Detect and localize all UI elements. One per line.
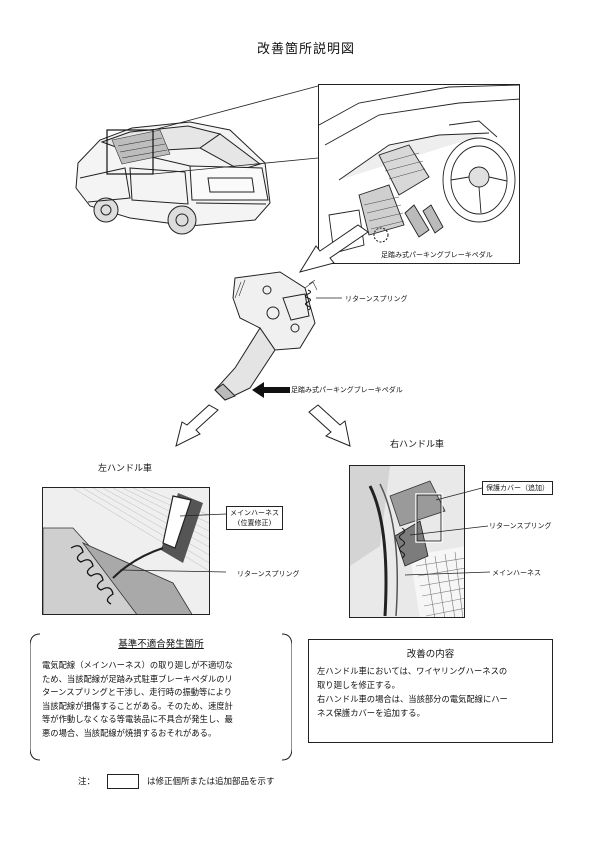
main-harness-lhd-callout: メインハーネス (位置修正): [226, 506, 283, 530]
lhd-heading: 左ハンドル車: [98, 464, 153, 474]
pedal-assembly-illustration: [214, 271, 318, 401]
main-harness-lhd-sublabel: (位置修正): [237, 519, 272, 527]
dashboard-illustration: [319, 85, 519, 254]
note-text: は修正個所または追加部品を示す: [147, 777, 275, 787]
rhd-photo: [350, 466, 464, 617]
improvement-line: 左ハンドル車においては、ワイヤリングハーネスの: [317, 666, 508, 676]
defect-body: 電気配線（メインハーネス）の取り廻しが不適切な ため、当該配線が足踏み式駐車ブレ…: [42, 659, 282, 741]
defect-line: 等が作動しなくなる等電装品に不具合が発生し、最: [42, 714, 233, 725]
foot-brake-label-mid: 足踏み式パーキングブレーキペダル: [291, 386, 403, 394]
improvement-line: 右ハンドル車の場合は、当該部分の電気配線にハー: [317, 694, 508, 704]
defect-line: 当該配線が損傷することがある。そのため、速度計: [42, 700, 233, 711]
main-harness-lhd-label: メインハーネス: [230, 509, 279, 517]
defect-brackets: [30, 633, 292, 761]
page-title: 改善箇所説明図: [256, 42, 355, 57]
lhd-photo-frame: [42, 487, 210, 615]
return-spring-label: リターンスプリング: [345, 295, 408, 303]
dashboard-detail-frame: [318, 84, 520, 264]
defect-line: ため、当該配線が足踏み式駐車ブレーキペダルのリ: [42, 673, 233, 684]
return-spring-lhd-label: リターンスプリング: [237, 570, 300, 578]
legend-note: 注： は修正個所または追加部品を示す: [78, 774, 275, 789]
improvement-body: 左ハンドル車においては、ワイヤリングハーネスの 取り廻しを修正する。 右ハンドル…: [317, 664, 549, 720]
improvement-line: 取り廻しを修正する。: [317, 680, 400, 690]
improvement-line: ネス保護カバーを追加する。: [317, 708, 425, 718]
defect-title: 基準不適合発生箇所: [118, 639, 204, 650]
improvement-box: 改善の内容 左ハンドル車においては、ワイヤリングハーネスの 取り廻しを修正する。…: [308, 639, 553, 743]
note-prefix: 注：: [78, 777, 96, 787]
defect-line: ターンスプリングと干渉し、走行時の振動等により: [42, 687, 233, 698]
defect-description: 基準不適合発生箇所 電気配線（メインハーネス）の取り廻しが不適切な ため、当該配…: [30, 632, 292, 762]
rhd-photo-frame: [349, 465, 465, 618]
protective-cover-rhd-label: 保護カバー（追加）: [482, 481, 553, 495]
black-arrow-left: [252, 382, 290, 398]
car-illustration: [75, 121, 271, 235]
foot-brake-label-top: 足踏み式パーキングブレーキペダル: [381, 250, 493, 260]
defect-line: 電気配線（メインハーネス）の取り廻しが不適切な: [42, 660, 233, 670]
defect-line: 悪の場合、当該配線が焼損するおそれがある。: [42, 727, 217, 738]
improvement-title: 改善の内容: [406, 649, 455, 660]
main-harness-rhd-label: メインハーネス: [492, 569, 541, 577]
return-spring-rhd-label: リターンスプリング: [489, 522, 552, 530]
legend-box-symbol: [107, 774, 140, 789]
lhd-photo: [43, 488, 209, 614]
rhd-heading: 右ハンドル車: [390, 440, 445, 450]
